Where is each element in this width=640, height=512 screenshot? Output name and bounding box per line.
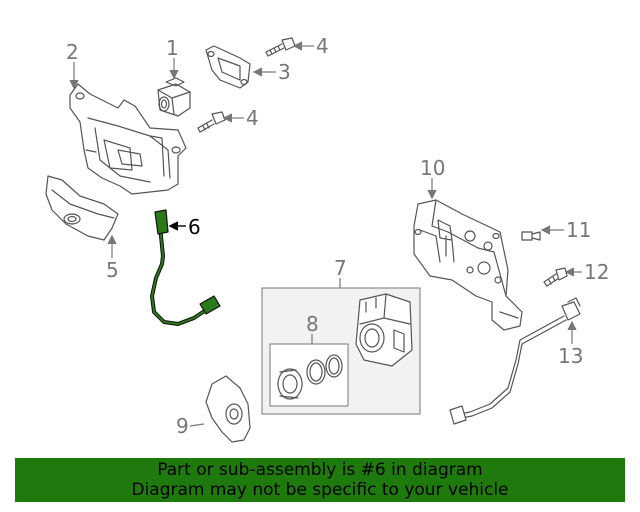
callout-1: 1 [166,36,179,60]
callout-9: 9 [176,414,189,438]
banner-line-part: Part or sub-assembly is #6 in diagram [157,460,483,480]
callout-12: 12 [584,260,610,284]
part-5-cover [45,175,119,241]
callout-4-top: 4 [316,34,329,58]
part-13-harness [449,297,581,425]
part-4-bolt-mid [197,111,226,133]
callout-13: 13 [558,344,584,368]
part-1-camera [157,77,191,117]
part-6-sensor-wire [150,209,221,326]
callout-10: 10 [420,156,446,180]
part-11-bolt [521,231,541,241]
part-4-bolt-top [265,37,296,57]
callout-6: 6 [188,215,201,239]
part-9-shield [205,375,251,443]
callout-5: 5 [106,258,119,282]
part-8-rings [277,354,343,400]
callout-4-mid: 4 [246,106,259,130]
banner-line-disclaimer: Diagram may not be specific to your vehi… [131,480,509,500]
part-10-bracket [413,199,523,331]
info-banner: Part or sub-assembly is #6 in diagram Di… [15,458,625,502]
callout-3: 3 [278,60,291,84]
part-3-bracket [205,45,251,89]
part-7-module [355,293,413,367]
part-12-stud [543,267,568,287]
callout-11: 11 [566,218,592,242]
callout-8: 8 [306,312,319,336]
callout-7: 7 [334,256,347,280]
callout-2: 2 [66,40,79,64]
part-2-bracket [69,83,187,195]
